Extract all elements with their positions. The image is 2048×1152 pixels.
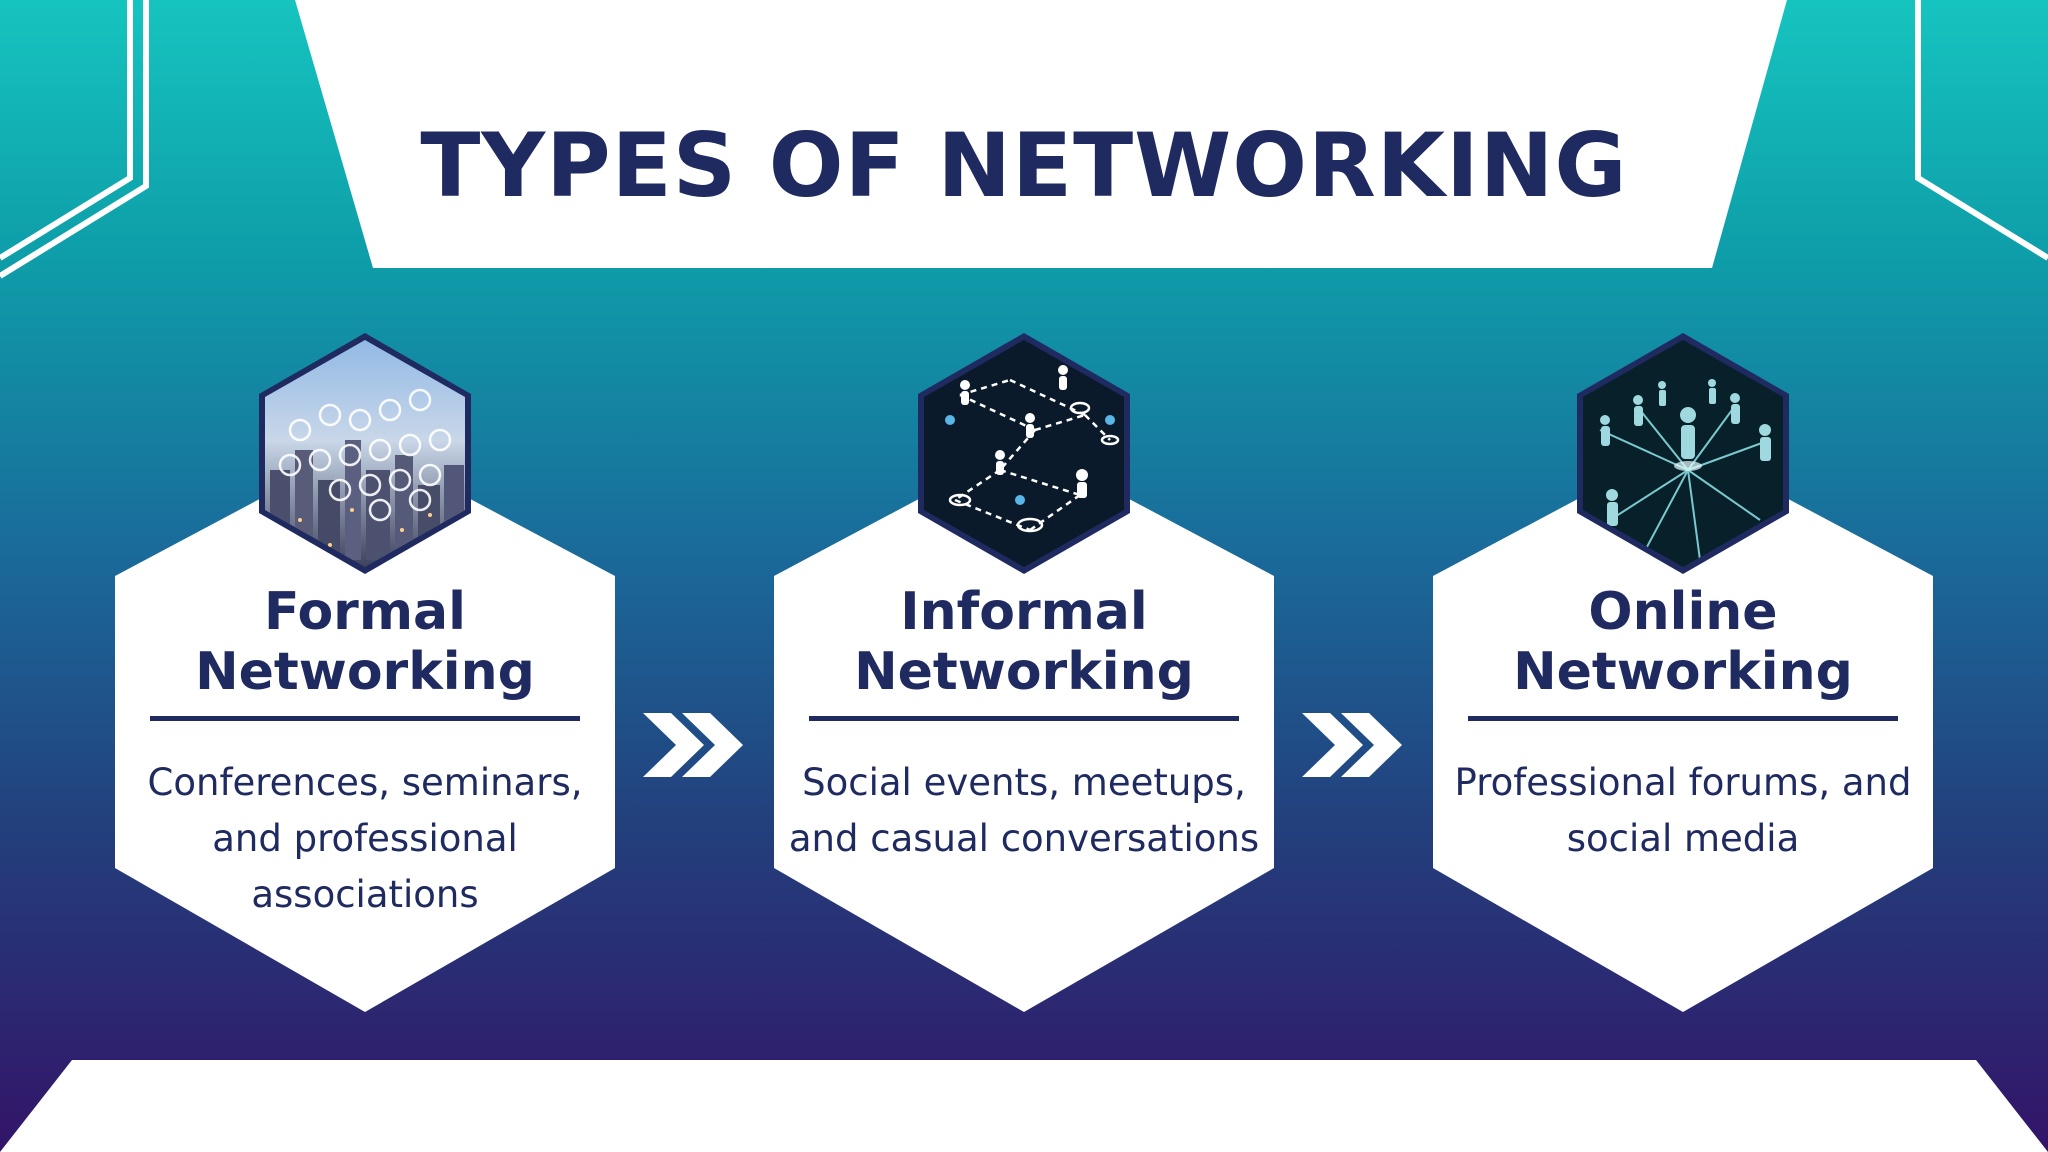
double-chevron-right-icon — [1302, 713, 1402, 777]
card-formal: Formal Networking Conferences, seminars,… — [115, 582, 615, 923]
card-title: Online Networking — [1513, 582, 1853, 702]
card-description: Social events, meetups, and casual conve… — [788, 761, 1260, 860]
card-informal: Informal Networking Social events, meetu… — [774, 582, 1274, 867]
card-title: Informal Networking — [854, 582, 1194, 702]
card-divider — [1468, 716, 1898, 721]
card-online: Online Networking Professional forums, a… — [1433, 582, 1933, 867]
card-description: Professional forums, and social media — [1454, 761, 1912, 860]
card-divider — [150, 716, 580, 721]
corner-decoration-left — [0, 0, 149, 279]
card-hexagon-formal — [115, 443, 615, 1012]
card-description: Conferences, seminars, and professional … — [147, 761, 583, 916]
title-banner — [295, 0, 1787, 268]
corner-decoration-right — [1915, 0, 2048, 261]
bottom-band — [0, 1060, 2048, 1152]
card-divider — [809, 716, 1239, 721]
double-chevron-right-icon — [643, 713, 743, 777]
card-hexagon-online — [1433, 443, 1933, 1012]
card-hexagon-informal — [774, 443, 1274, 1012]
card-title: Formal Networking — [195, 582, 535, 702]
slide-title: TYPES OF NETWORKING — [420, 114, 1628, 217]
